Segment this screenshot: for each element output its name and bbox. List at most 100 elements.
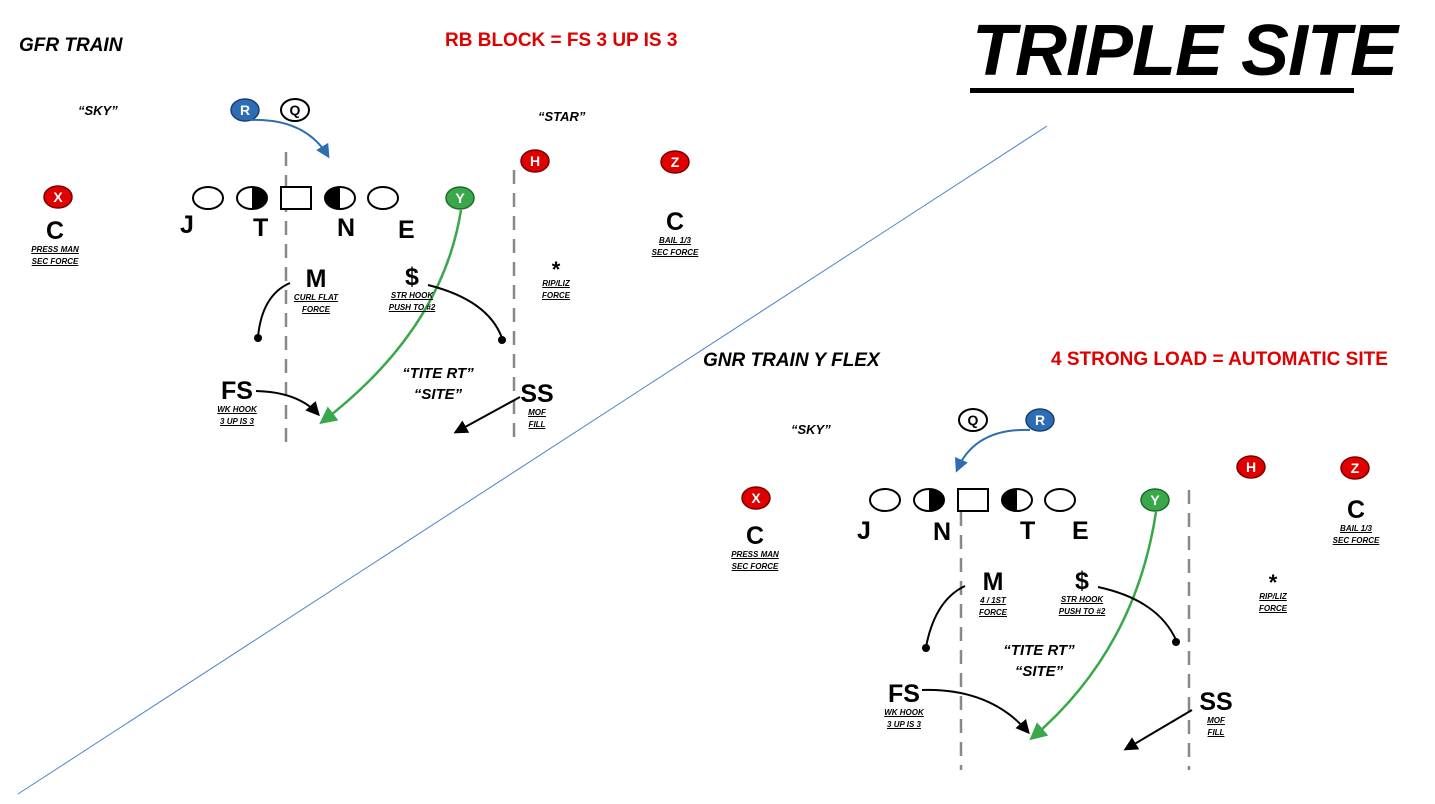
top-player-q-label: Q (290, 102, 301, 118)
top-def-c-left-note1: PRESS MAN (31, 245, 79, 254)
bottom-def-star-note1: RIP/LIZ (1259, 592, 1287, 601)
top-def-c-left-label: C (45, 217, 65, 245)
top-def-star-note1: RIP/LIZ (542, 279, 570, 288)
bottom-tite-line1: “TITE RT” (1003, 642, 1075, 659)
bottom-player-z-label: Z (1351, 460, 1360, 476)
top-def-star: * RIP/LIZ FORCE (542, 257, 570, 302)
bottom-def-m-note2: FORCE (979, 608, 1007, 617)
top-dl-n: N (337, 214, 356, 242)
bottom-dollar-push-point (1172, 638, 1180, 646)
top-def-m-label: M (305, 265, 327, 293)
bottom-def-ss-note2: FILL (1207, 728, 1225, 737)
top-def-dollar-label: $ (405, 263, 419, 291)
bottom-player-x-label: X (751, 490, 761, 506)
top-def-dollar-note1: STR HOOK (390, 291, 434, 300)
top-def-c-left: C PRESS MAN SEC FORCE (31, 219, 79, 268)
bottom-player-h-label: H (1246, 459, 1256, 475)
bottom-ol-tackle-left (869, 488, 901, 512)
top-def-c-right-note1: BAIL 1/3 (659, 236, 691, 245)
top-def-m: M CURL FLAT FORCE (294, 267, 338, 316)
top-play-graphics: R Q Y H Z X (43, 98, 690, 446)
top-m-drop-point (254, 334, 262, 342)
top-dl-j: J (180, 211, 194, 239)
bottom-def-m-label: M (982, 568, 1004, 596)
top-ol-guard-left-shade (252, 187, 267, 209)
bottom-rule-label: 4 STRONG LOAD = AUTOMATIC SITE (1051, 349, 1388, 370)
bottom-def-c-right-label: C (1346, 496, 1366, 524)
bottom-ol-guard-right-shade (1002, 489, 1017, 511)
bottom-player-q: Q (958, 408, 988, 432)
bottom-def-c-right-note1: BAIL 1/3 (1340, 524, 1372, 533)
bottom-player-x: X (741, 486, 771, 510)
top-player-x-label: X (53, 189, 63, 205)
bottom-def-dollar-note2: PUSH TO #2 (1058, 607, 1106, 616)
bottom-def-m: M 4 / 1ST FORCE (979, 570, 1007, 619)
top-m-drop-line (257, 282, 291, 338)
top-def-fs: FS WK HOOK 3 UP IS 3 (217, 379, 257, 428)
top-player-r: R (230, 98, 260, 122)
top-rb-motion-arrow (249, 118, 330, 159)
top-def-m-note2: FORCE (301, 305, 330, 314)
top-ol-tackle-left (192, 186, 224, 210)
bottom-y-route-arrow (1029, 511, 1158, 741)
top-player-x: X (43, 185, 73, 209)
bottom-dl-n: N (933, 518, 952, 546)
bottom-def-ss: SS MOF FILL (1199, 690, 1232, 739)
top-dollar-push-line (427, 284, 503, 339)
top-player-y-label: Y (455, 190, 465, 206)
bottom-fs-arrow (921, 688, 1030, 735)
top-sky-callout: “SKY” (78, 103, 118, 118)
top-def-c-right: C BAIL 1/3 SEC FORCE (652, 210, 699, 259)
top-def-dollar-note2: PUSH TO #2 (388, 303, 436, 312)
top-player-z-label: Z (671, 154, 680, 170)
top-def-fs-note2: 3 UP IS 3 (220, 417, 254, 426)
top-fs-arrow (255, 390, 320, 417)
top-def-dollar: $ STR HOOK PUSH TO #2 (389, 265, 436, 314)
top-dollar-push-point (498, 336, 506, 344)
top-def-star-label: * (551, 257, 561, 282)
top-ol-center (280, 186, 312, 210)
bottom-def-c-left: C PRESS MAN SEC FORCE (731, 524, 779, 573)
top-rule-label: RB BLOCK = FS 3 UP IS 3 (445, 30, 678, 51)
bottom-def-fs: FS WK HOOK 3 UP IS 3 (884, 682, 924, 731)
bottom-player-r-label: R (1035, 412, 1045, 428)
bottom-def-c-right-note2: SEC FORCE (1332, 536, 1380, 545)
bottom-sky-callout: “SKY” (791, 422, 831, 437)
top-tite-line2: “SITE” (413, 386, 463, 403)
top-def-ss-note2: FILL (528, 420, 546, 429)
top-player-z: Z (660, 150, 690, 174)
bottom-def-fs-note1: WK HOOK (884, 708, 924, 717)
divider-diagonal-line (17, 125, 1048, 795)
top-player-h: H (520, 149, 550, 173)
bottom-dollar-push-line (1097, 586, 1177, 641)
top-dl-t: T (253, 214, 269, 242)
bottom-tite-callout: “TITE RT” “SITE” (1003, 640, 1074, 682)
bottom-play-graphics: Q R Y H Z X (741, 408, 1370, 770)
top-def-m-note1: CURL FLAT (293, 293, 339, 302)
top-def-star-note2: FORCE (542, 291, 570, 300)
top-def-c-left-note2: SEC FORCE (31, 257, 79, 266)
top-player-q: Q (280, 98, 310, 122)
top-star-callout: “STAR” (538, 109, 586, 124)
bottom-def-m-note1: 4 / 1ST (980, 596, 1006, 605)
bottom-formation-label: GNR TRAIN Y FLEX (703, 350, 880, 371)
top-ss-arrow (453, 396, 521, 434)
bottom-def-star: * RIP/LIZ FORCE (1259, 572, 1287, 615)
top-y-route-arrow (319, 209, 463, 425)
top-player-h-label: H (530, 153, 540, 169)
top-player-y: Y (445, 186, 475, 210)
bottom-def-dollar-label: $ (1075, 567, 1089, 595)
bottom-player-y: Y (1140, 488, 1170, 512)
bottom-ol-guard-left-shade (929, 489, 944, 511)
top-ol-guard-right-shade (325, 187, 340, 209)
bottom-def-ss-note1: MOF (1207, 716, 1225, 725)
top-def-fs-note1: WK HOOK (217, 405, 257, 414)
bottom-ol-center (957, 488, 989, 512)
bottom-def-c-left-note1: PRESS MAN (731, 550, 779, 559)
top-tite-line1: “TITE RT” (402, 365, 474, 382)
top-ol-tackle-right (367, 186, 399, 210)
bottom-m-drop-line (925, 585, 966, 648)
top-formation-label: GFR TRAIN (19, 35, 123, 56)
bottom-rb-motion-arrow (954, 428, 1031, 473)
bottom-def-c-left-note2: SEC FORCE (731, 562, 779, 571)
